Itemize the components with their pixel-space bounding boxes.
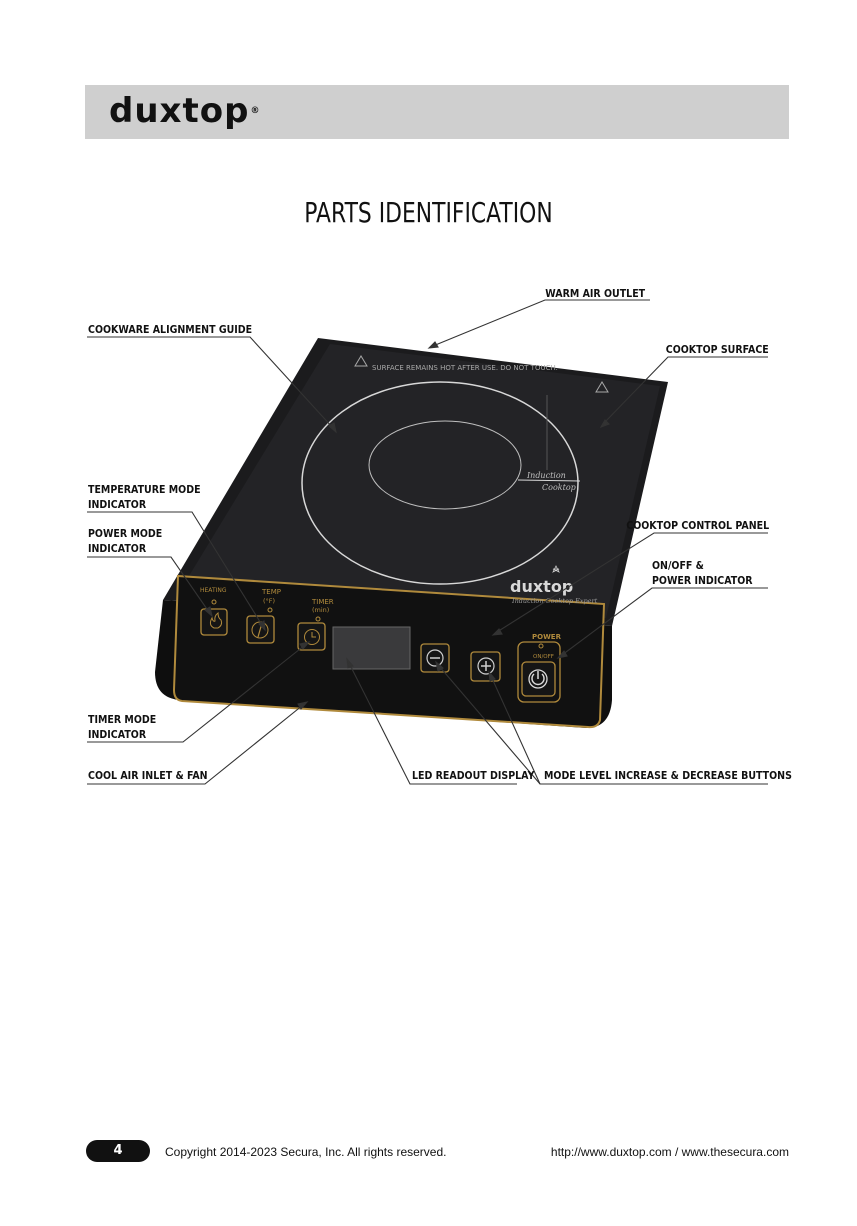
led-display	[333, 627, 410, 669]
temp-label: TEMP	[261, 588, 281, 596]
page-number: 4	[86, 1140, 150, 1162]
temp-unit-label: (°F)	[263, 597, 275, 605]
heating-button	[201, 609, 227, 635]
timer-unit-label: (min)	[312, 606, 329, 614]
warning-text: SURFACE REMAINS HOT AFTER USE. DO NOT TO…	[372, 364, 558, 372]
induction-label: Induction	[526, 471, 566, 480]
mode-level-buttons-label: MODE LEVEL INCREASE & DECREASE BUTTONS	[544, 768, 792, 783]
cooktop-control-panel-label: COOKTOP CONTROL PANEL	[626, 518, 769, 533]
heating-label: HEATING	[200, 587, 227, 594]
on-off-label: ON/OFF	[533, 654, 554, 660]
footer-urls[interactable]: http://www.duxtop.com / www.thesecura.co…	[551, 1145, 789, 1159]
power-label: POWER	[532, 633, 562, 641]
cookware-alignment-guide-label: COOKWARE ALIGNMENT GUIDE	[88, 322, 252, 337]
led-readout-display-label: LED READOUT DISPLAY	[412, 768, 534, 783]
device-tagline: Induction Cooktop Expert	[511, 597, 598, 605]
cooktop-label: Cooktop	[542, 483, 576, 492]
cooktop-surface-label: COOKTOP SURFACE	[666, 342, 769, 357]
timer-label: TIMER	[311, 598, 334, 606]
device-brand: duxtop	[510, 577, 573, 596]
warm-air-outlet-label: WARM AIR OUTLET	[545, 286, 645, 301]
copyright-text: Copyright 2014-2023 Secura, Inc. All rig…	[165, 1145, 446, 1159]
cool-air-inlet-fan-label: COOL AIR INLET & FAN	[88, 768, 208, 783]
on-off-power-indicator-label: ON/OFF &POWER INDICATOR	[652, 558, 753, 588]
